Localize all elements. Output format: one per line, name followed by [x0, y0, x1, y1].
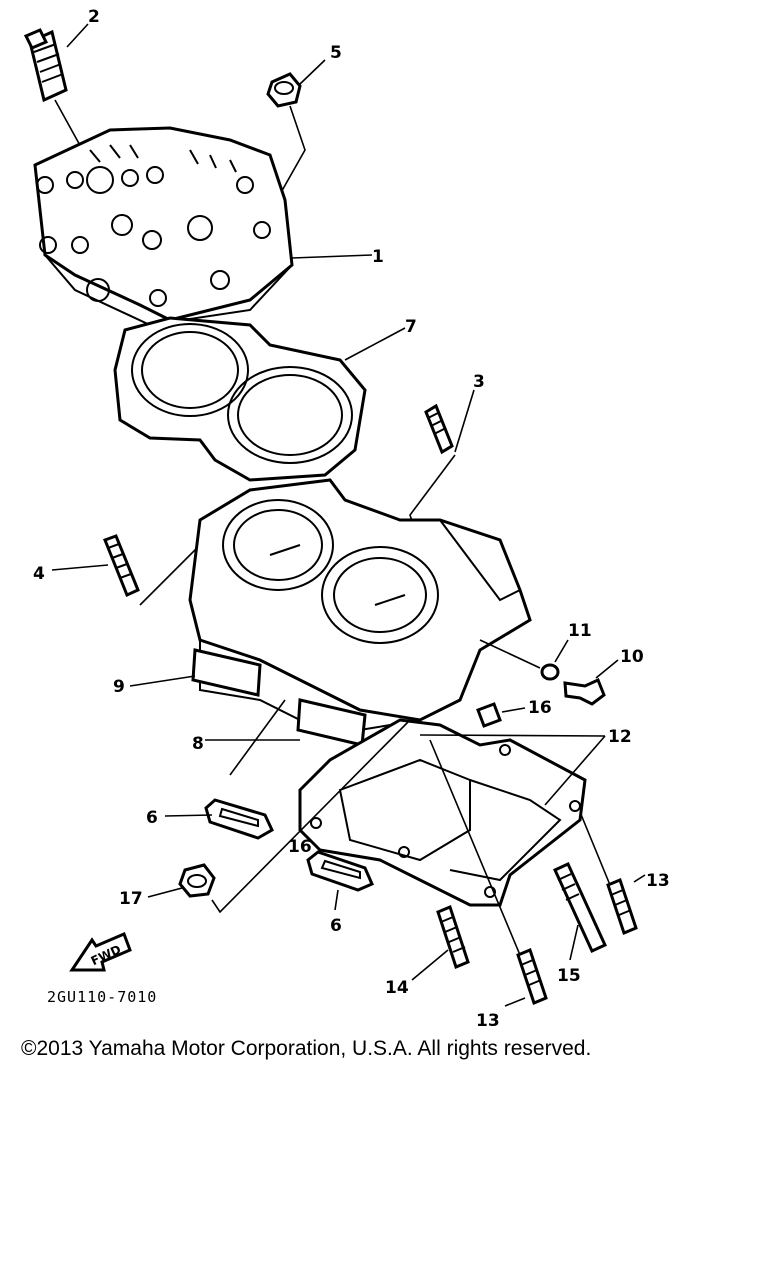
leader-13b-b [429, 739, 521, 956]
leader-6a [164, 814, 213, 817]
head-nut [266, 72, 302, 108]
intake-joint-9 [191, 648, 262, 697]
leader-13a [633, 874, 646, 883]
callout-13a: 13 [646, 871, 670, 891]
spark-plug [23, 28, 68, 103]
stud-15 [553, 862, 607, 953]
leader-12 [419, 734, 606, 737]
leader-11b [479, 639, 541, 669]
leader-16a [501, 707, 526, 713]
leader-3b [454, 389, 475, 453]
leader-10 [595, 659, 619, 679]
callout-2: 2 [88, 7, 100, 27]
drawing-number: 2GU110-7010 [47, 988, 158, 1006]
callout-3: 3 [473, 372, 485, 392]
callout-6b: 6 [330, 916, 342, 936]
leader-12b [544, 735, 606, 806]
leader-1 [291, 254, 373, 259]
callout-4: 4 [33, 564, 45, 584]
leader-11 [554, 639, 569, 663]
callout-14: 14 [385, 978, 409, 998]
washer-11 [540, 663, 560, 681]
stud-4 [103, 534, 140, 598]
callout-7: 7 [405, 317, 417, 337]
bolt-10 [563, 677, 606, 706]
callout-10: 10 [620, 647, 644, 667]
callout-15: 15 [557, 966, 581, 986]
callout-6a: 6 [146, 808, 158, 828]
head-gasket [113, 316, 367, 482]
leader-15 [569, 924, 579, 961]
callout-11: 11 [568, 621, 592, 641]
base-gasket [298, 718, 587, 907]
callout-1: 1 [372, 247, 384, 267]
leader-4b [139, 544, 201, 606]
callout-16a: 16 [528, 698, 552, 718]
nut-17 [178, 863, 216, 898]
stud-3 [424, 403, 454, 455]
leader-9 [129, 675, 196, 687]
leader-7 [344, 327, 406, 361]
gasket-6a [204, 798, 274, 840]
callout-9: 9 [113, 677, 125, 697]
gasket-6b [306, 850, 374, 892]
leader-13a-b [579, 811, 611, 886]
cylinder-head [33, 126, 294, 327]
stud-14 [436, 904, 470, 970]
callout-16b: 16 [288, 837, 312, 857]
stud-13a [606, 877, 638, 936]
stud-13b [516, 947, 548, 1006]
leader-17b [211, 719, 411, 914]
leader-2b [66, 23, 89, 48]
callout-13b: 13 [476, 1011, 500, 1030]
leader-8b [229, 699, 286, 776]
callout-17: 17 [119, 889, 143, 909]
copyright-notice: ©2013 Yamaha Motor Corporation, U.S.A. A… [21, 1037, 592, 1060]
callout-12: 12 [608, 727, 632, 747]
leader-14 [411, 949, 449, 981]
leader-4 [51, 564, 109, 571]
fwd-arrow-icon [69, 932, 132, 972]
leader-6b [334, 889, 339, 911]
dowel-16a [476, 702, 502, 728]
cylinder-exploded-diagram: FWD 2 5 1 7 3 4 11 10 9 16 12 8 6 16 13 … [23, 7, 670, 1030]
callout-8: 8 [192, 734, 204, 754]
leader-5 [299, 59, 326, 85]
callout-5: 5 [330, 43, 342, 63]
leader-13b [504, 997, 526, 1007]
leader-17 [147, 887, 183, 898]
